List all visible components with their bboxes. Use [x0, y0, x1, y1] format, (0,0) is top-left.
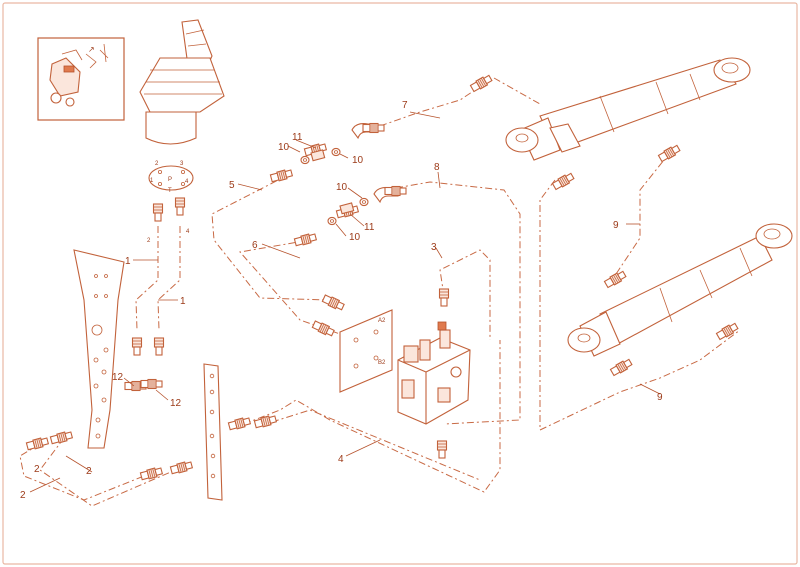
callout-12-a: 12 — [112, 372, 124, 383]
callout-8: 8 — [434, 162, 440, 173]
port-label-3: 3 — [180, 161, 184, 167]
hose-end-fittings — [25, 73, 740, 482]
port-label-t: T — [168, 188, 172, 194]
callout-10-c: 10 — [336, 182, 348, 193]
port-label-p: P — [168, 177, 172, 183]
svg-text:↗: ↗ — [88, 45, 95, 54]
callout-9-lower: 9 — [657, 392, 663, 403]
callout-numbers: 1 1 2 2 2 3 4 5 6 7 8 9 9 10 10 10 10 11… — [20, 100, 663, 501]
callout-4: 4 — [338, 454, 344, 465]
fitting-label-4: 4 — [186, 229, 190, 235]
callout-1-upper: 1 — [125, 256, 131, 267]
callout-6: 6 — [252, 240, 258, 251]
callout-3: 3 — [431, 242, 437, 253]
joystick-lower-fittings — [124, 337, 165, 392]
hydraulic-cylinder-upper — [505, 57, 751, 161]
callout-7: 7 — [402, 100, 408, 111]
mounting-plate — [203, 363, 223, 501]
callout-12-b: 12 — [170, 398, 182, 409]
callout-10-d: 10 — [349, 232, 361, 243]
port-label-2: 2 — [155, 161, 159, 167]
mounting-bracket — [73, 249, 125, 449]
joystick — [139, 19, 225, 145]
valve-port-a2: A2 — [378, 318, 386, 324]
hose-lines — [19, 77, 741, 507]
joystick-fittings: 2 4 — [147, 197, 190, 244]
callout-5: 5 — [229, 180, 235, 191]
callout-11-b: 11 — [364, 222, 375, 233]
callout-1-lower: 1 — [180, 296, 186, 307]
joystick-port-plate: 2 3 1 P 4 T — [148, 161, 194, 194]
callout-10-b: 10 — [352, 155, 364, 166]
control-valve — [397, 321, 471, 425]
callout-9-upper: 9 — [613, 220, 619, 231]
hydraulic-cylinder-lower — [567, 223, 793, 357]
valve-port-plate: A2 B2 — [339, 309, 393, 393]
leader-lines — [29, 111, 661, 493]
callout-10-a: 10 — [278, 142, 290, 153]
elbow-fittings-and-washers — [300, 122, 407, 226]
port-label-4: 4 — [185, 179, 189, 185]
callout-2-bottom: 2 — [20, 490, 26, 501]
callout-2-left: 2 — [34, 464, 40, 475]
valve-port-b2: B2 — [378, 360, 386, 366]
callout-2-right: 2 — [86, 466, 92, 477]
fitting-label-2: 2 — [147, 238, 151, 244]
callout-11-a: 11 — [292, 132, 303, 143]
port-label-1: 1 — [150, 178, 154, 184]
inset-detail-box: ↗ — [37, 37, 125, 121]
